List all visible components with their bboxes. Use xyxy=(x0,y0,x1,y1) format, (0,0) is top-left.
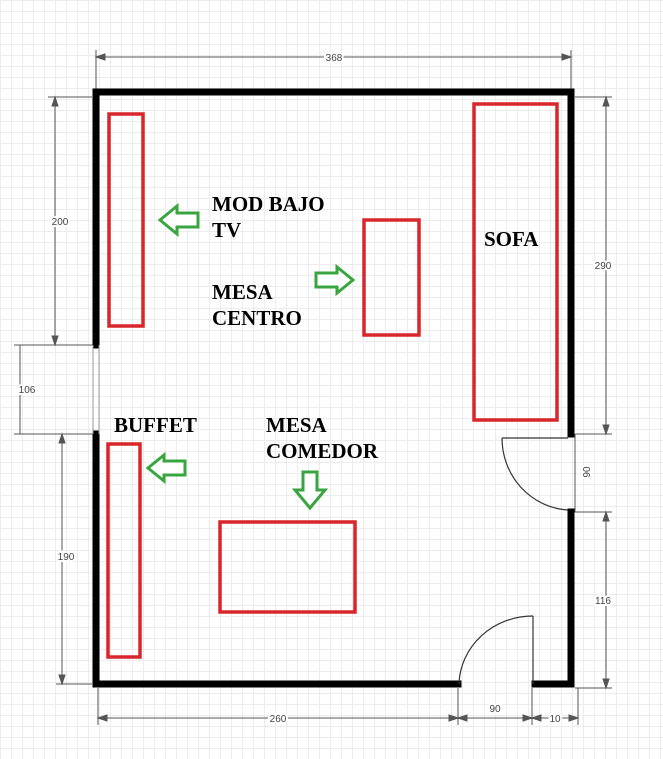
arrows xyxy=(145,202,356,511)
dim-bottom-left: 260 xyxy=(270,714,287,725)
dim-bottom-right: 10 xyxy=(549,714,561,725)
bottom-door xyxy=(458,615,534,685)
left-opening xyxy=(92,345,100,434)
dim-right-upper: 290 xyxy=(595,261,612,272)
mod-bajo-tv-unit xyxy=(107,112,145,328)
furniture xyxy=(106,102,559,659)
dim-left-upper: 200 xyxy=(52,217,69,228)
arrow-down-icon xyxy=(291,470,329,511)
mesa-centro-table xyxy=(362,218,421,337)
label-mesa-centro-line2: CENTRO xyxy=(212,306,302,330)
label-sofa: SOFA xyxy=(484,227,539,251)
dim-right-lower: 116 xyxy=(595,596,611,607)
label-mesa-comedor-line2: COMEDOR xyxy=(266,439,379,463)
arrow-left-icon xyxy=(157,202,200,238)
dim-bottom-door: 90 xyxy=(489,704,501,715)
dim-left-lower: 190 xyxy=(58,552,75,563)
buffet-unit xyxy=(106,442,142,659)
bottom-door-swing xyxy=(458,615,534,685)
dim-right-door: 90 xyxy=(582,466,593,478)
dim-top-width: 368 xyxy=(326,53,343,64)
label-mesa-comedor-line1: MESA xyxy=(266,413,328,437)
arrow-left-icon xyxy=(145,451,187,485)
label-mod-bajo-tv-line1: MOD BAJO xyxy=(212,192,325,216)
right-door-swing xyxy=(501,437,569,511)
label-buffet: BUFFET xyxy=(114,413,197,437)
right-door xyxy=(501,437,569,511)
mesa-comedor-table xyxy=(218,520,357,614)
dimension-lines xyxy=(14,50,612,725)
walls xyxy=(92,88,575,688)
sofa xyxy=(472,102,559,422)
arrow-right-icon xyxy=(314,263,356,297)
label-mod-bajo-tv-line2: TV xyxy=(212,218,241,242)
label-mesa-centro-line1: MESA xyxy=(212,280,274,304)
dim-left-opening: 106 xyxy=(19,385,36,396)
